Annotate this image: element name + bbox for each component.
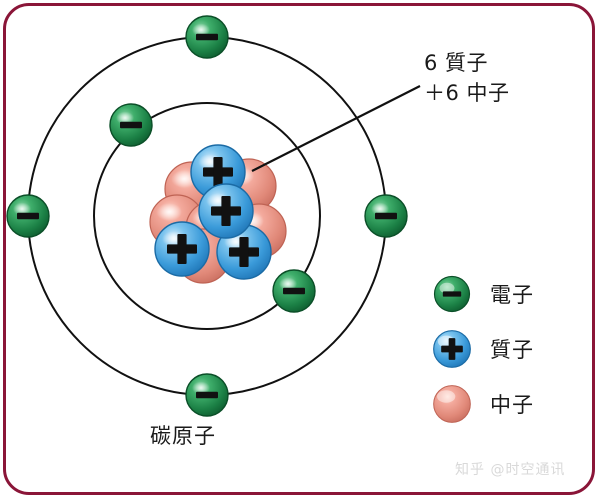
electron-outer-top: [185, 15, 229, 59]
legend-item-electron: 電子: [432, 266, 582, 321]
nucleus: [149, 144, 287, 284]
maroon-border-frame: [3, 3, 595, 495]
atom-caption: 碳原子: [150, 424, 216, 448]
neutron-icon: [433, 384, 471, 423]
electron-outer-bottom: [185, 373, 229, 417]
electron-outer-right: [364, 194, 408, 238]
electron-inner-upper-left: [109, 103, 153, 147]
legend: 電子 質子 中子: [432, 266, 582, 431]
proton-icon: [433, 329, 471, 368]
electron-icon: [433, 275, 471, 312]
proton-particle: [198, 183, 254, 239]
electron-outer-left: [6, 194, 50, 238]
electron-inner-lower-right: [272, 269, 316, 313]
legend-item-proton: 質子: [432, 321, 582, 376]
callout-line-neutrons: ＋6 中子: [424, 81, 510, 105]
nucleus-callout-label: 6 質子 ＋6 中子: [424, 48, 510, 108]
legend-label-proton: 質子: [490, 337, 534, 362]
callout-leader-line: [251, 85, 421, 172]
watermark: 知乎 @时空通讯: [455, 462, 566, 478]
legend-item-neutron: 中子: [432, 376, 582, 431]
proton-particle: [154, 221, 210, 277]
legend-label-electron: 電子: [490, 282, 534, 307]
inner-shell-orbit: [93, 102, 321, 330]
legend-label-neutron: 中子: [490, 392, 534, 417]
callout-line-protons: 6 質子: [424, 51, 489, 75]
